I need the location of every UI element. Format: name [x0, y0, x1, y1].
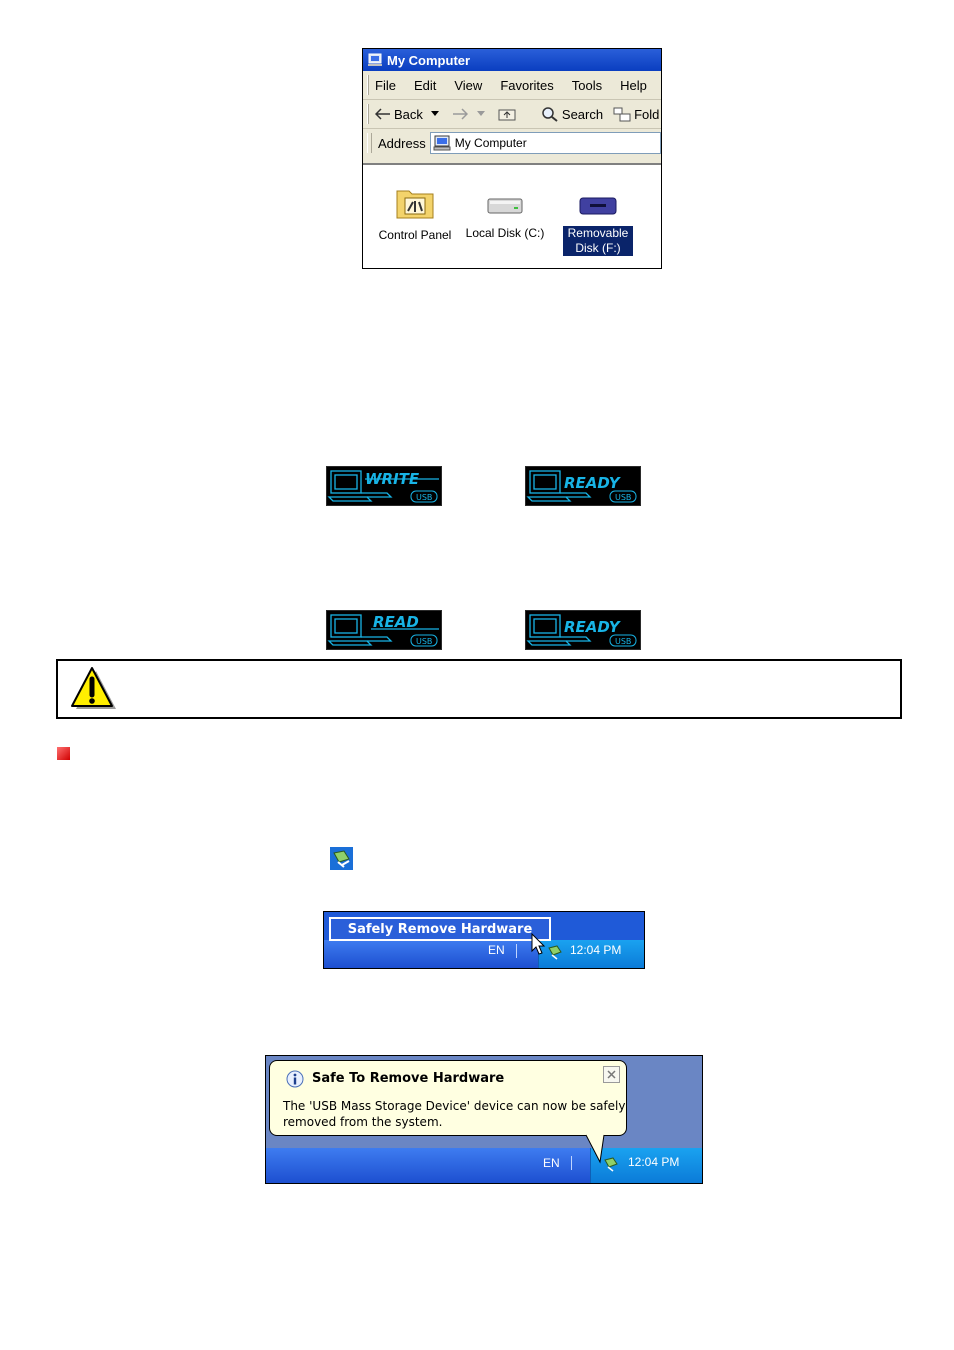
window-title: My Computer: [387, 52, 471, 68]
control-panel-label: Control Panel: [378, 228, 452, 242]
lcd-ready-text: READY: [564, 618, 622, 636]
control-panel-icon: [396, 190, 434, 219]
notification-area: 12:04 PM: [590, 1148, 702, 1183]
lcd-usb-text: USB: [615, 493, 631, 502]
lcd-write-text: WRITE: [365, 470, 420, 488]
lcd-read-indicator: READ USB: [326, 610, 442, 650]
window-title-bar[interactable]: My Computer: [363, 49, 661, 71]
lcd-read-text: READ: [373, 613, 419, 631]
balloon-close-button[interactable]: [603, 1066, 620, 1083]
toolbar: Back Search: [363, 100, 661, 129]
back-button[interactable]: Back: [375, 107, 442, 122]
folders-button[interactable]: Fold: [613, 106, 659, 122]
local-disk-item[interactable]: Local Disk (C:): [461, 195, 549, 241]
menu-bar: File Edit View Favorites Tools Help: [363, 71, 661, 100]
taskbar: EN 12:04 PM: [324, 940, 644, 968]
balloon-title: Safe To Remove Hardware: [312, 1071, 505, 1086]
menu-edit[interactable]: Edit: [413, 77, 437, 93]
close-icon: [607, 1070, 616, 1079]
lcd-computer-icon: [327, 470, 439, 502]
lcd-usb-text: USB: [416, 493, 432, 502]
taskbar-screenshot-balloon: EN 12:04 PM Safe To Remove Hardware The …: [265, 1055, 703, 1184]
search-icon: [542, 107, 558, 122]
taskbar-screenshot-menu: EN 12:04 PM Safely Remove Hardware: [323, 911, 645, 969]
address-label: Address: [378, 135, 426, 151]
safely-remove-hardware-menu-item[interactable]: Safely Remove Hardware: [329, 917, 551, 941]
address-field[interactable]: My Computer: [429, 132, 661, 154]
notification-area: 12:04 PM: [538, 940, 644, 968]
chevron-down-icon: [430, 111, 439, 116]
menu-help[interactable]: Help: [620, 77, 647, 93]
menu-view[interactable]: View: [454, 77, 483, 93]
forward-button[interactable]: [452, 108, 488, 120]
menu-favorites[interactable]: Favorites: [500, 77, 554, 93]
control-panel-item[interactable]: Control Panel: [373, 185, 457, 243]
language-indicator[interactable]: EN: [543, 1156, 560, 1170]
removable-disk-item[interactable]: Removable Disk (F:): [563, 195, 633, 256]
up-folder-icon: [498, 109, 516, 121]
lcd-ready-text: READY: [564, 474, 622, 492]
window-content: Control Panel Local Disk (C:) Removable …: [363, 163, 661, 268]
computer-icon: [433, 135, 451, 151]
balloon-pointer: [585, 1134, 605, 1164]
lcd-computer-icon: [327, 614, 439, 646]
menu-file[interactable]: File: [375, 77, 396, 93]
folders-label: Fold: [634, 106, 660, 122]
removable-disk-label: Removable Disk (F:): [563, 226, 633, 256]
lcd-write-indicator: WRITE USB: [326, 466, 442, 506]
computer-icon: [368, 53, 382, 66]
warning-box: [56, 659, 902, 719]
up-folder-button[interactable]: [498, 107, 519, 121]
address-bar: Address My Computer: [363, 129, 661, 157]
chevron-down-icon: [476, 111, 485, 116]
my-computer-window: My Computer File Edit View Favorites Too…: [362, 48, 662, 269]
hard-disk-icon: [487, 198, 523, 214]
local-disk-label: Local Disk (C:): [465, 226, 545, 240]
balloon-message-line2: removed from the system.: [283, 1115, 443, 1129]
search-label: Search: [561, 106, 604, 122]
search-button[interactable]: Search: [541, 106, 603, 122]
notification-balloon[interactable]: Safe To Remove Hardware The 'USB Mass St…: [269, 1060, 627, 1136]
clock: 12:04 PM: [570, 943, 622, 957]
info-icon: [286, 1070, 304, 1088]
folders-icon: [613, 107, 631, 122]
language-indicator[interactable]: EN: [488, 943, 505, 957]
lcd-usb-text: USB: [416, 637, 432, 646]
back-arrow-icon: [375, 108, 390, 120]
lcd-usb-text: USB: [615, 637, 631, 646]
forward-arrow-icon: [452, 108, 468, 120]
warning-icon: [71, 667, 116, 709]
address-value: My Computer: [454, 136, 527, 150]
safely-remove-hardware-icon[interactable]: [547, 944, 563, 960]
lcd-ready-indicator-2: READY USB: [525, 610, 641, 650]
removable-disk-icon: [579, 197, 617, 215]
removable-disk-label-line2: Disk (F:): [575, 241, 621, 255]
balloon-message-line1: The 'USB Mass Storage Device' device can…: [283, 1099, 626, 1113]
clock: 12:04 PM: [628, 1155, 680, 1169]
removable-disk-label-line1: Removable: [567, 226, 629, 240]
mouse-cursor-icon: [531, 933, 546, 955]
red-bullet: [57, 747, 70, 760]
safely-remove-hardware-icon[interactable]: [603, 1156, 619, 1172]
lcd-computer-icon: [526, 614, 592, 646]
safely-remove-hardware-icon: [330, 847, 353, 870]
back-label: Back: [394, 106, 423, 122]
taskbar: EN 12:04 PM: [266, 1148, 702, 1183]
menu-tools[interactable]: Tools: [571, 77, 603, 93]
lcd-computer-icon: [526, 470, 592, 502]
lcd-ready-indicator-1: READY USB: [525, 466, 641, 506]
